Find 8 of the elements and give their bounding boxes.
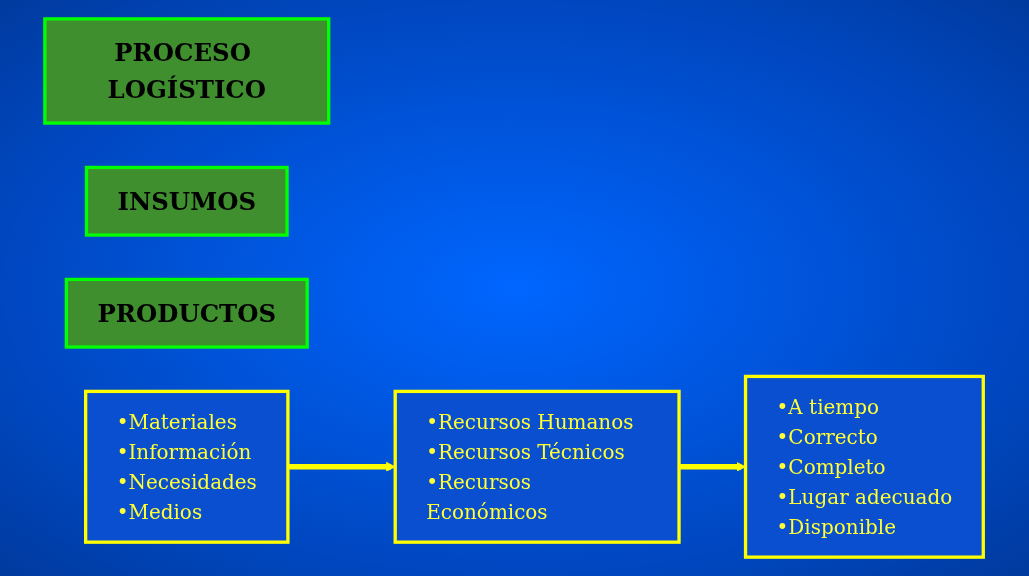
node-box: PRODUCTOS <box>65 277 310 349</box>
node-box: •Recursos Humanos •Recursos Técnicos •Recursos Económicos <box>393 389 682 544</box>
node-box: •Materiales •Información •Necesidades •Medios <box>84 389 290 544</box>
node-box: INSUMOS <box>85 165 290 237</box>
node-box: PROCESO LOGÍSTICO <box>43 17 331 125</box>
arrow <box>288 461 397 472</box>
node-box: •A tiempo •Correcto •Completo •Lugar adecuado •Disponible <box>744 374 986 559</box>
arrow <box>679 461 747 472</box>
